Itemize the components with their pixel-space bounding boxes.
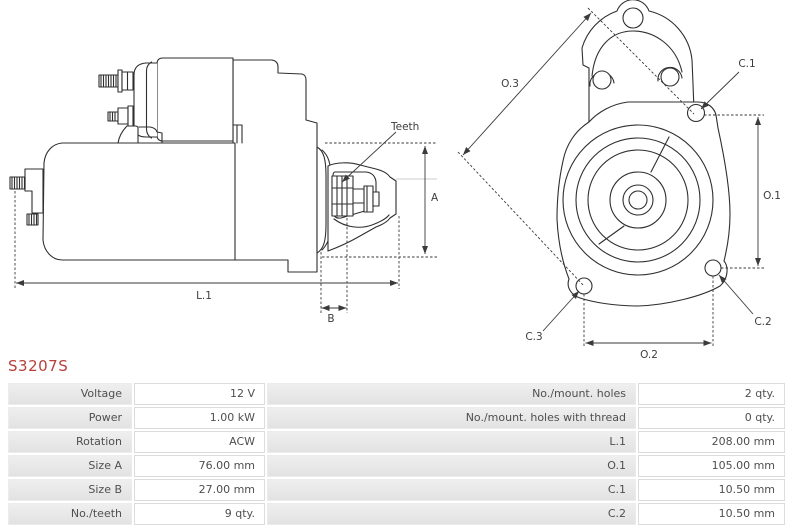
spec-value: 9 qty. (134, 503, 265, 525)
technical-drawing: Teeth A L.1 B (9, 0, 781, 361)
dim-l1-label: L.1 (196, 290, 212, 302)
spec-label: C.1 (267, 479, 636, 501)
teeth-label: Teeth (390, 121, 419, 133)
spec-label: Size A (8, 455, 132, 477)
side-view-dimensions (14, 131, 437, 313)
spec-value: 0 qty. (638, 407, 785, 429)
spec-label: L.1 (267, 431, 636, 453)
spec-table: Voltage 12 V No./mount. holes 2 qty. Pow… (8, 383, 787, 525)
spec-label: No./mount. holes with thread (267, 407, 636, 429)
dim-a-label: A (431, 192, 439, 204)
spec-label: O.1 (267, 455, 636, 477)
front-view-drawing (556, 0, 731, 307)
spec-value: 10.50 mm (638, 503, 785, 525)
spec-value: 76.00 mm (134, 455, 265, 477)
spec-label: Rotation (8, 431, 132, 453)
dim-c3-label: C.3 (525, 331, 542, 343)
dim-c2-label: C.2 (754, 316, 771, 328)
spec-value: 105.00 mm (638, 455, 785, 477)
dim-b-label: B (327, 313, 334, 325)
spec-label: Size B (8, 479, 132, 501)
spec-label: C.2 (267, 503, 636, 525)
dim-o3-label: O.3 (501, 78, 519, 90)
spec-label: No./teeth (8, 503, 132, 525)
spec-value: ACW (134, 431, 265, 453)
spec-label: Power (8, 407, 132, 429)
spec-value: 10.50 mm (638, 479, 785, 501)
spec-label: No./mount. holes (267, 383, 636, 405)
side-view-drawing (9, 57, 397, 273)
front-view-dimensions (457, 7, 764, 348)
dim-c1-label: C.1 (738, 58, 755, 70)
spec-value: 208.00 mm (638, 431, 785, 453)
part-number: S3207S (8, 357, 69, 375)
spec-value: 27.00 mm (134, 479, 265, 501)
spec-value: 2 qty. (638, 383, 785, 405)
dim-o2-label: O.2 (640, 349, 658, 361)
spec-label: Voltage (8, 383, 132, 405)
spec-value: 12 V (134, 383, 265, 405)
spec-value: 1.00 kW (134, 407, 265, 429)
dim-o1-label: O.1 (763, 190, 781, 202)
